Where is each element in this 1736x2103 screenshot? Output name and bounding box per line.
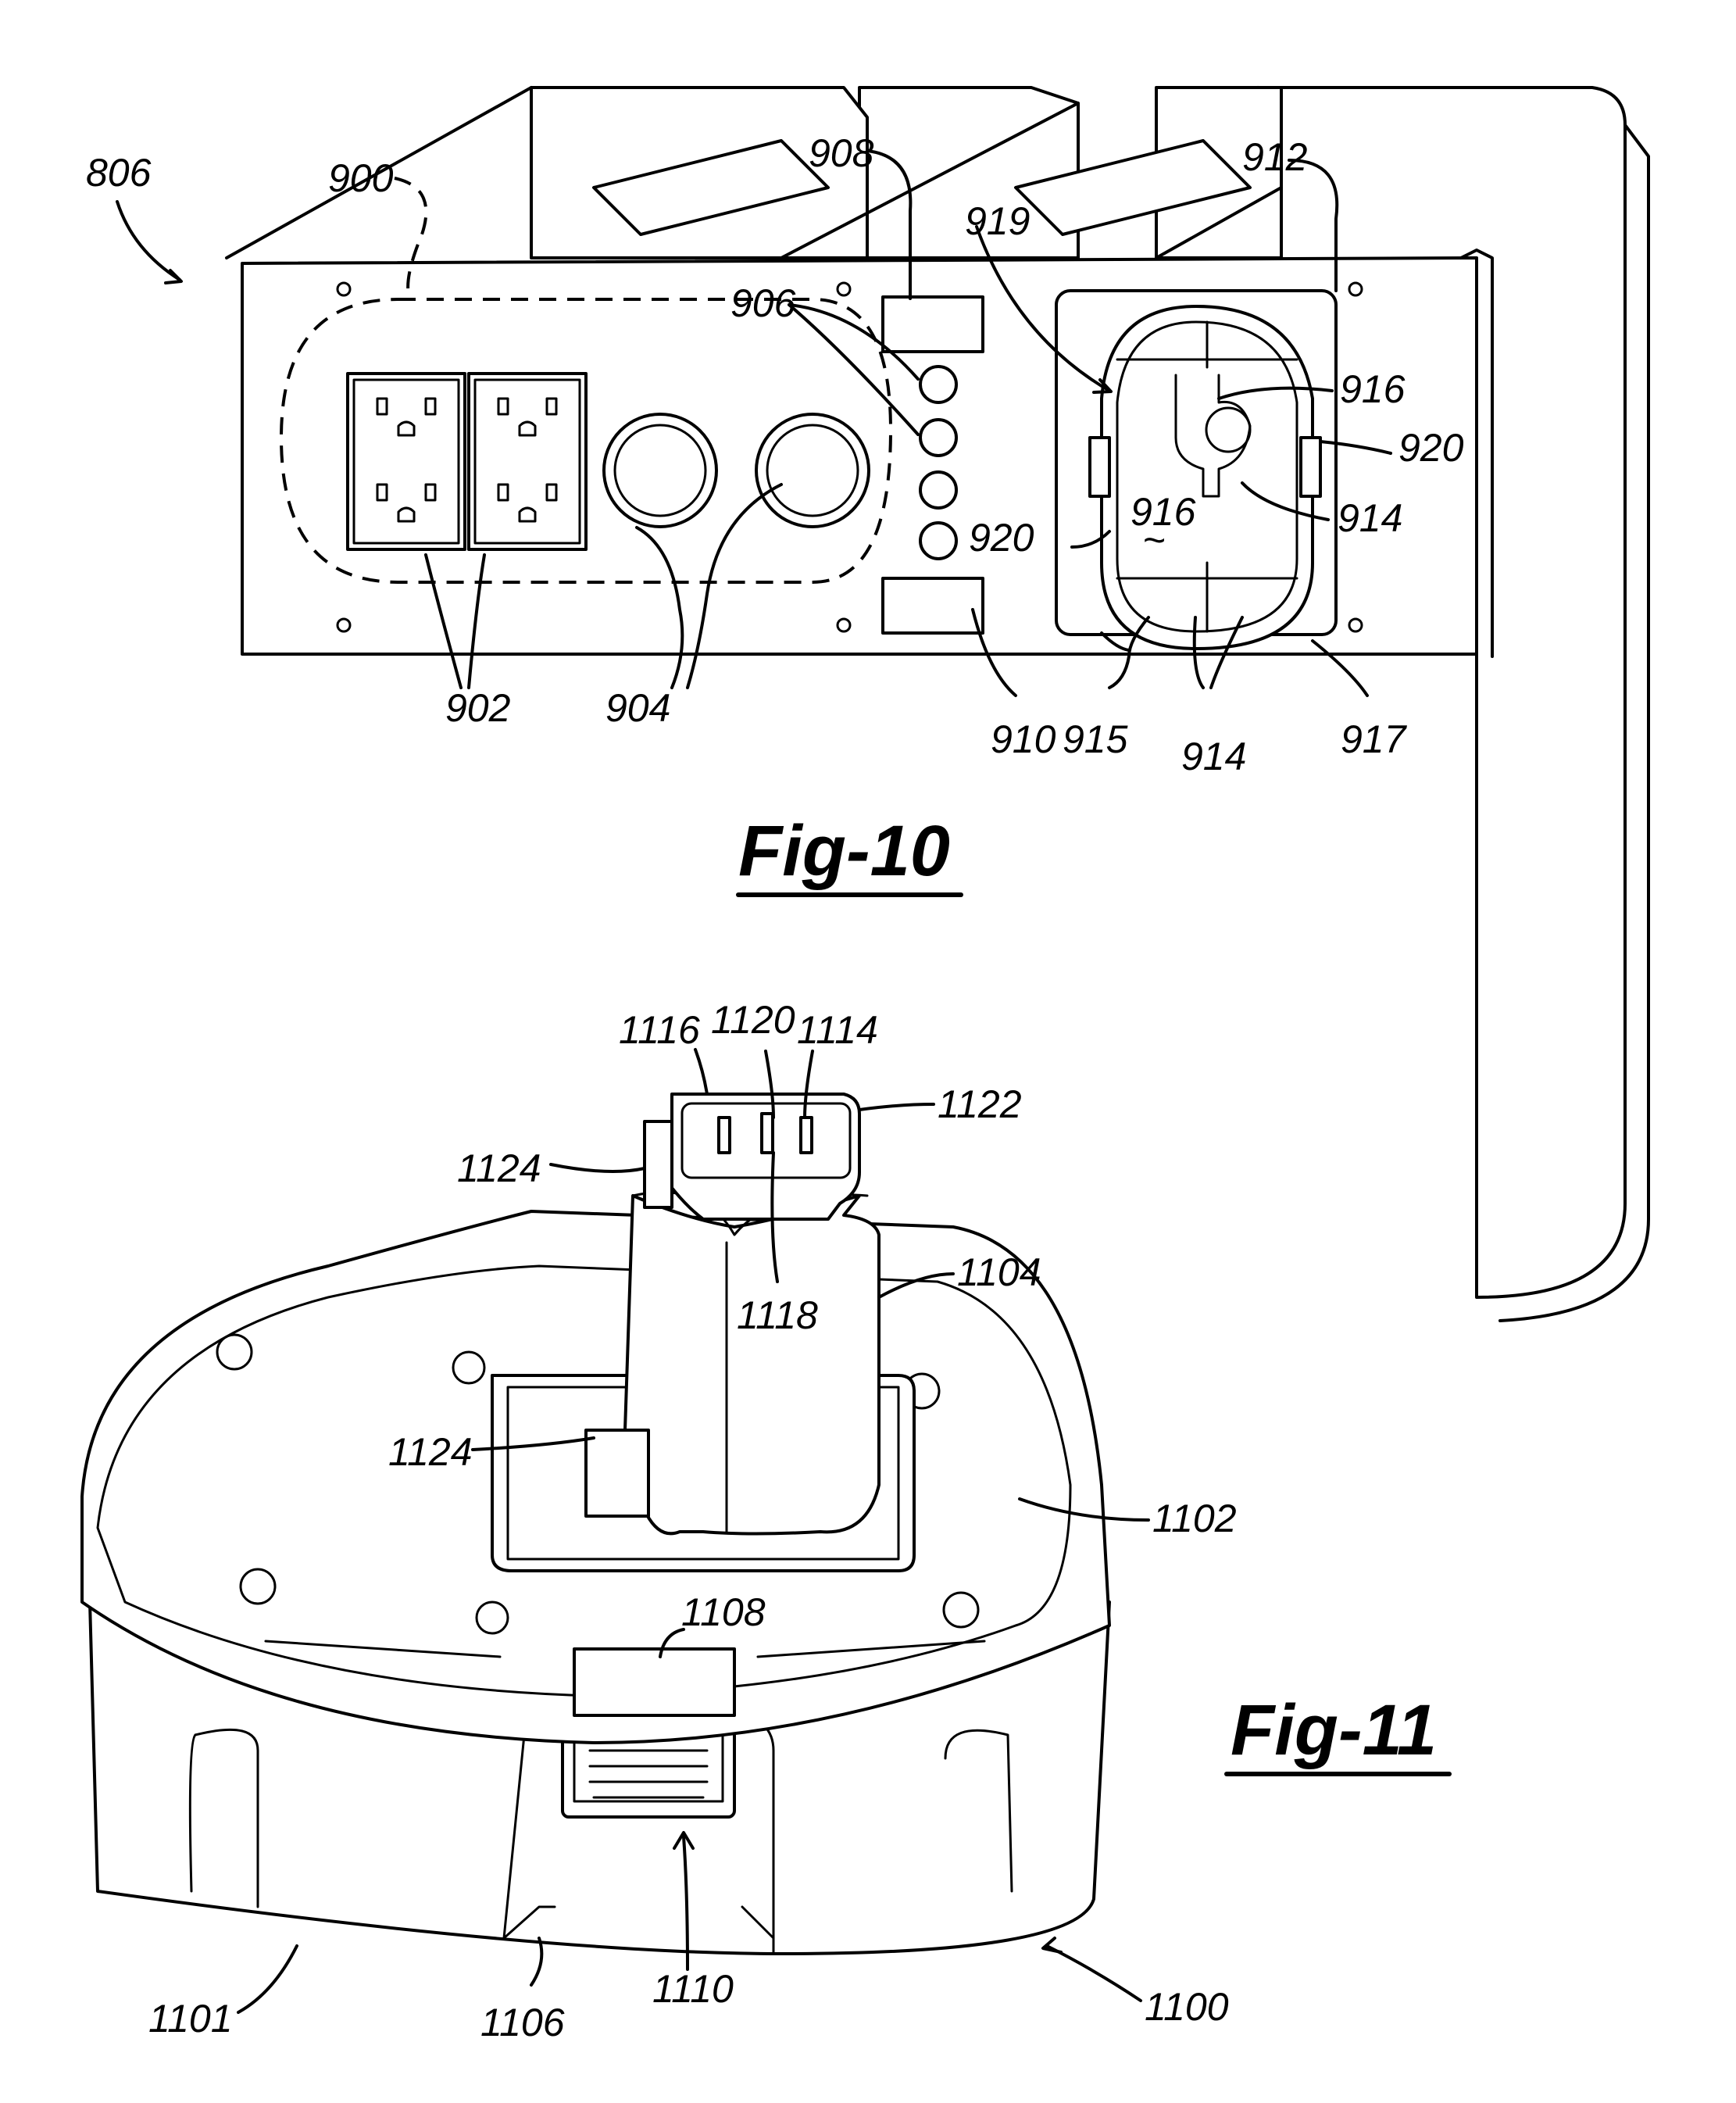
label-1106: 1106: [480, 2001, 565, 2044]
label-1120: 1120: [711, 998, 795, 1042]
label-1102: 1102: [1152, 1497, 1237, 1540]
battery-receptacle: [1056, 291, 1336, 649]
label-plate: [574, 1649, 734, 1715]
label-806: 806: [86, 151, 152, 195]
label-904: 904: [605, 686, 670, 730]
label-912: 912: [1242, 135, 1308, 179]
label-1118: 1118: [737, 1293, 818, 1337]
tower-side-rib: [586, 1430, 648, 1516]
label-917: 917: [1341, 717, 1408, 761]
label-1110: 1110: [652, 1967, 734, 2011]
fig-10-drawing: 806 900 908 912 919 906 916 920 914 920 …: [86, 88, 1648, 1321]
label-1101: 1101: [148, 1997, 233, 2040]
label-902: 902: [445, 686, 511, 730]
label-920-left: 920: [969, 516, 1034, 560]
label-900: 900: [328, 156, 394, 200]
label-1116: 1116: [619, 1008, 700, 1052]
label-914-upper: 914: [1338, 496, 1402, 540]
label-1122: 1122: [938, 1082, 1022, 1126]
label-1100: 1100: [1145, 1985, 1229, 2029]
label-914-lower: 914: [1181, 735, 1246, 778]
terminal-key: [645, 1121, 672, 1207]
label-910: 910: [991, 717, 1056, 761]
label-1104: 1104: [957, 1250, 1041, 1294]
label-919: 919: [965, 199, 1030, 243]
label-915: 915: [1063, 717, 1128, 761]
label-1124-lower: 1124: [388, 1430, 473, 1474]
indicator-display-lower: [883, 578, 983, 633]
label-916-upper: 916: [1340, 367, 1406, 411]
label-1108: 1108: [681, 1590, 766, 1634]
label-908: 906: [730, 281, 796, 325]
tower: [625, 1196, 879, 1534]
fig-11-caption: Fig-11: [1231, 1690, 1437, 1770]
fig-11-drawing: 1116 1120 1114 1122 1124 1104 1118 1124 …: [82, 998, 1449, 2044]
label-1124-upper: 1124: [457, 1146, 541, 1190]
fig-10-caption: Fig-10: [738, 811, 950, 891]
tilde-mark: ~: [1143, 518, 1166, 562]
indicator-display-upper: [883, 297, 983, 352]
label-906: 908: [809, 131, 874, 175]
label-920-right: 920: [1398, 426, 1464, 470]
label-1114: 1114: [797, 1008, 878, 1052]
